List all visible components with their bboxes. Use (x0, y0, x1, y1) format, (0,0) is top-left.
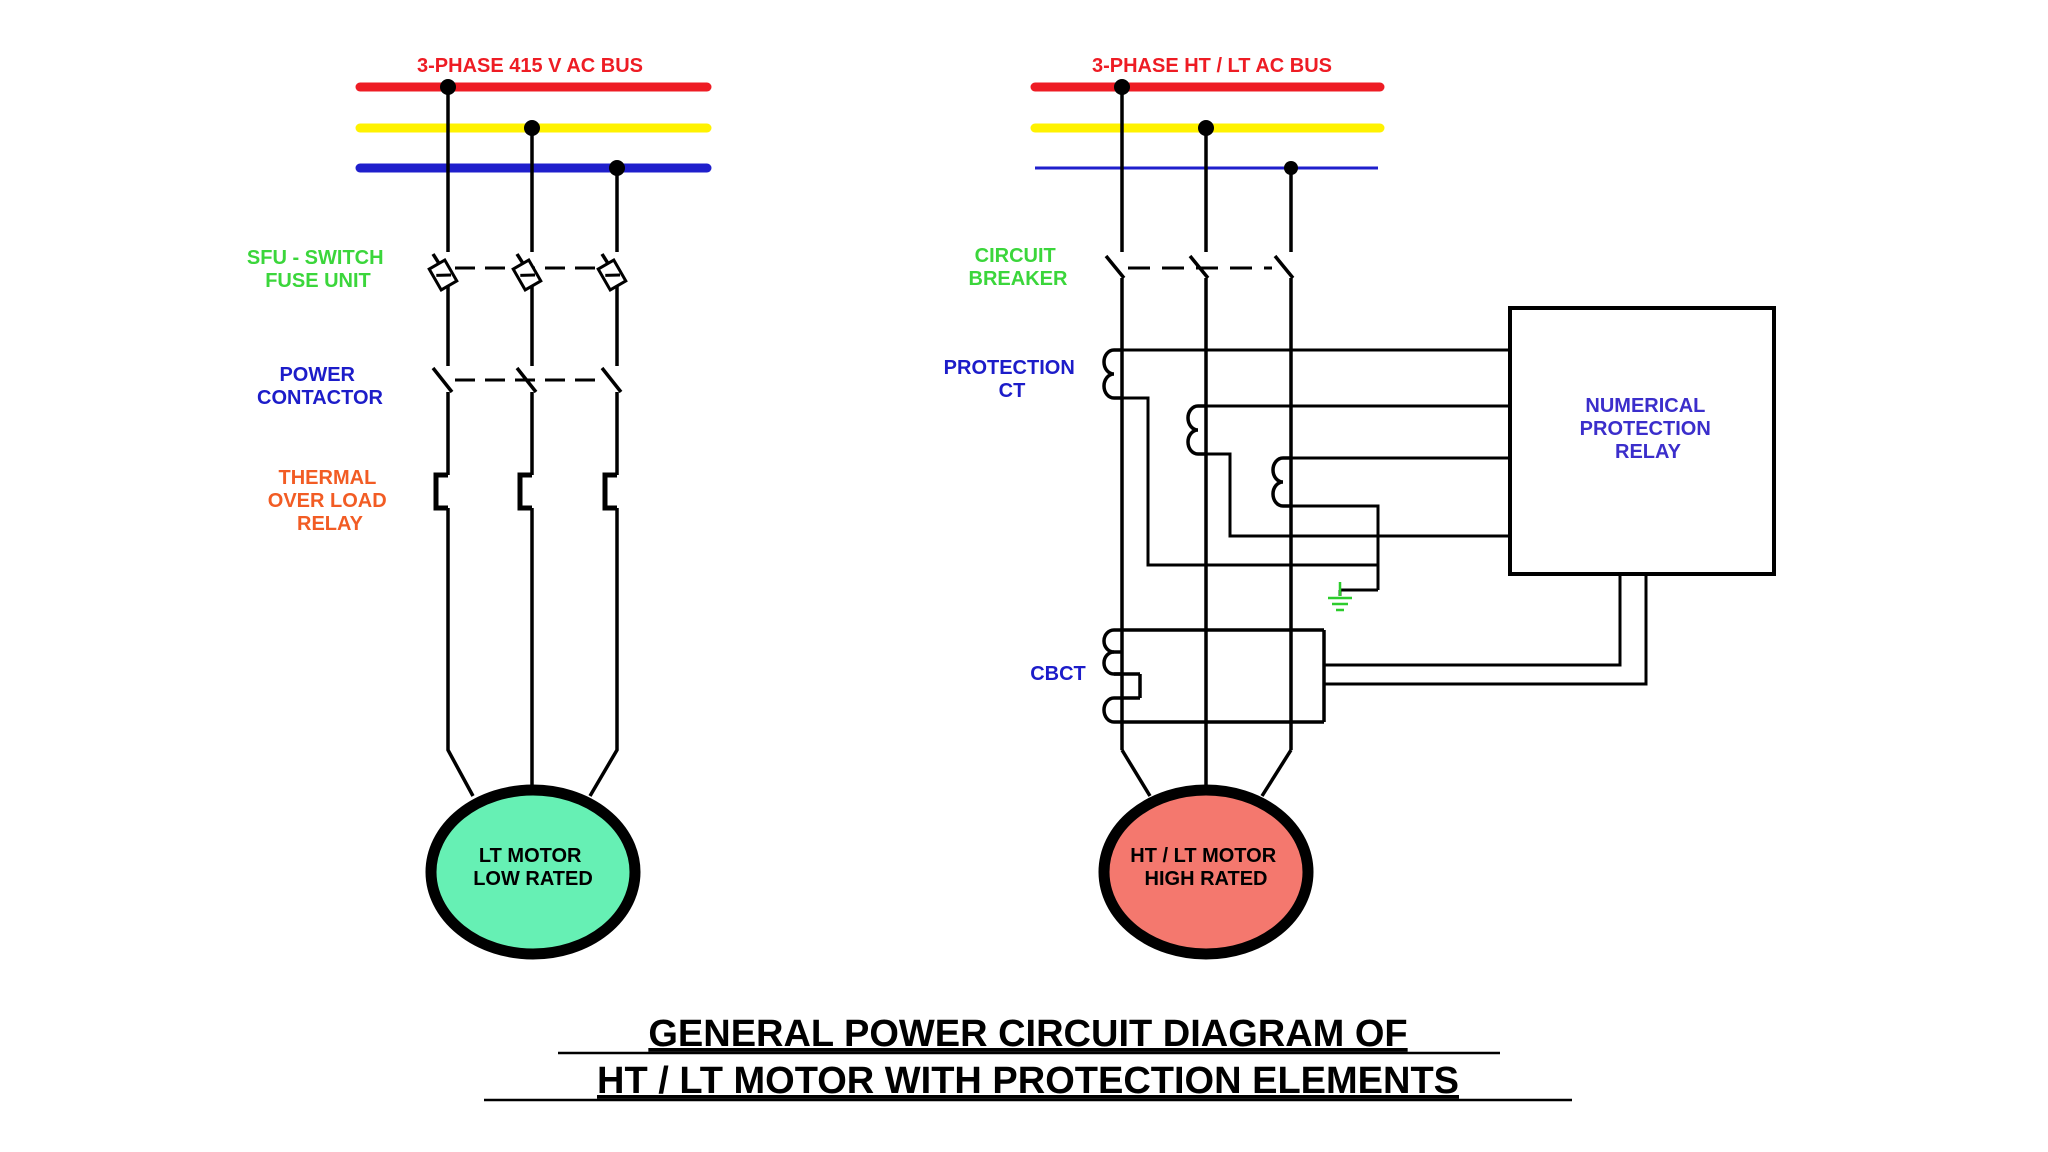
earth-icon (1328, 582, 1352, 612)
lt-bus-label: 3-PHASE 415 V AC BUS (417, 55, 643, 77)
caption-line-2: HT / LT MOTOR WITH PROTECTION ELEMENTS (597, 1060, 1459, 1102)
ht-bus-tap-points (1114, 79, 1298, 175)
ct-secondary-wiring (1122, 348, 1510, 596)
lt-motor (425, 784, 641, 960)
ht-bus-label: 3-PHASE HT / LT AC BUS (1092, 55, 1332, 77)
ht-motor-label: HT / LT MOTOR HIGH RATED (1130, 845, 1281, 890)
cbct-wiring (1324, 574, 1648, 686)
relay-label: NUMERICAL PROTECTION RELAY (1580, 395, 1717, 463)
numerical-protection-relay (1508, 306, 1776, 576)
ht-phase-conductors (1104, 87, 1295, 797)
caption-line-1: GENERAL POWER CIRCUIT DIAGRAM OF (648, 1013, 1407, 1055)
lt-motor-circuit: 3-PHASE 415 V AC BUS (247, 55, 712, 960)
lt-sfu-label: SFU - SWITCH FUSE UNIT (247, 247, 389, 292)
lt-phase-conductors (431, 87, 623, 797)
lt-motor-label: LT MOTOR LOW RATED (473, 845, 593, 890)
breaker-label: CIRCUIT BREAKER (969, 245, 1068, 290)
diagram-caption: GENERAL POWER CIRCUIT DIAGRAM OF HT / LT… (484, 1013, 1572, 1102)
cbct-coils (1102, 628, 1326, 724)
protection-ct-label: PROTECTION CT (944, 357, 1081, 402)
protection-ct-coils (1102, 348, 1291, 508)
lt-bus-tap-points (440, 79, 625, 176)
lt-contactor-label: POWER CONTACTOR (257, 364, 383, 409)
ht-motor-circuit: 3-PHASE HT / LT AC BUS (944, 55, 1776, 960)
lt-overload-label: THERMAL OVER LOAD RELAY (268, 467, 392, 535)
ht-motor (1098, 784, 1314, 960)
lt-sfu-fuses (427, 258, 628, 292)
cbct-label: CBCT (1030, 663, 1086, 685)
